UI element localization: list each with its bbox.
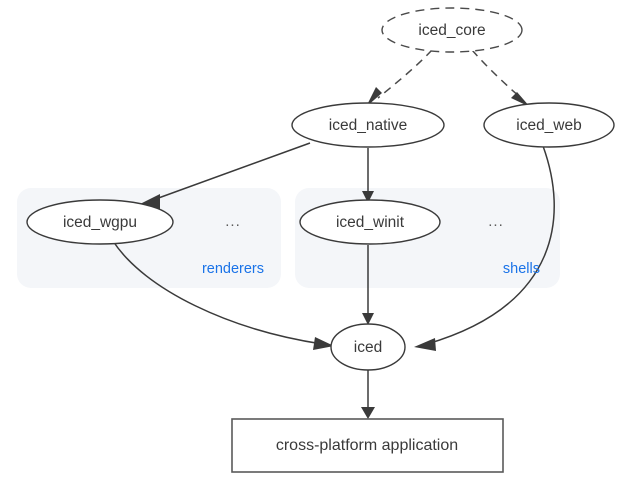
edge-iced-winit-to-iced	[362, 245, 374, 325]
node-iced-winit-label: iced_winit	[336, 214, 405, 231]
node-iced[interactable]: iced	[330, 323, 406, 371]
edge-iced-native-to-iced-winit	[362, 148, 374, 203]
edge-iced-core-to-iced-native	[366, 49, 433, 107]
edge-iced-core-to-iced-web	[471, 49, 530, 107]
node-iced-native-shape	[291, 102, 445, 148]
node-iced-wgpu-label: iced_wgpu	[63, 214, 137, 231]
node-iced-web-label: iced_web	[516, 117, 582, 134]
node-iced-core-shape	[381, 7, 523, 53]
edge-iced-to-application	[361, 370, 375, 419]
edge-iced-web-to-iced	[414, 145, 555, 351]
node-iced-native[interactable]: iced_native	[291, 102, 445, 148]
node-iced-core[interactable]: iced_core	[381, 7, 523, 53]
node-iced-shape	[330, 323, 406, 371]
node-iced-web[interactable]: iced_web	[483, 102, 615, 148]
node-iced-web-shape	[483, 102, 615, 148]
node-iced-native-label: iced_native	[329, 117, 407, 134]
renderers-ellipsis: ...	[225, 213, 241, 230]
node-iced-winit[interactable]: iced_winit	[299, 199, 441, 245]
node-application-shape	[231, 418, 504, 473]
group-label-shells: shells	[503, 261, 540, 277]
node-iced-winit-shape	[299, 199, 441, 245]
node-iced-label: iced	[354, 339, 382, 356]
node-application-label: cross-platform application	[276, 437, 458, 454]
group-label-renderers: renderers	[202, 261, 264, 277]
shells-ellipsis: ...	[488, 213, 504, 230]
edge-iced-wgpu-to-iced	[112, 240, 334, 350]
node-iced-core-label: iced_core	[418, 22, 485, 39]
node-iced-wgpu[interactable]: iced_wgpu	[26, 199, 174, 245]
node-iced-wgpu-shape	[26, 199, 174, 245]
node-application[interactable]: cross-platform application	[231, 418, 504, 473]
